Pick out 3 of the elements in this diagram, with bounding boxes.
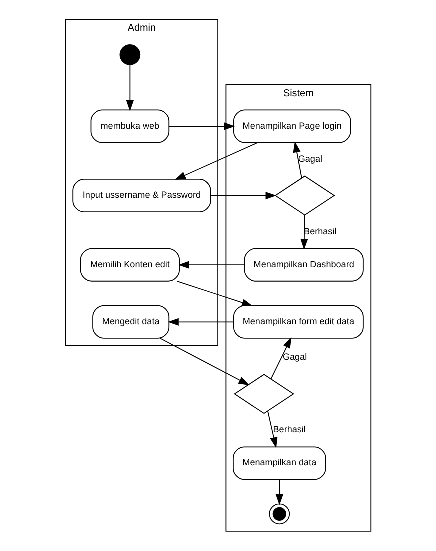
edge-label: Gagal — [282, 352, 307, 362]
edge-label: Berhasil — [272, 424, 306, 435]
edge-label: Gagal — [298, 154, 322, 164]
